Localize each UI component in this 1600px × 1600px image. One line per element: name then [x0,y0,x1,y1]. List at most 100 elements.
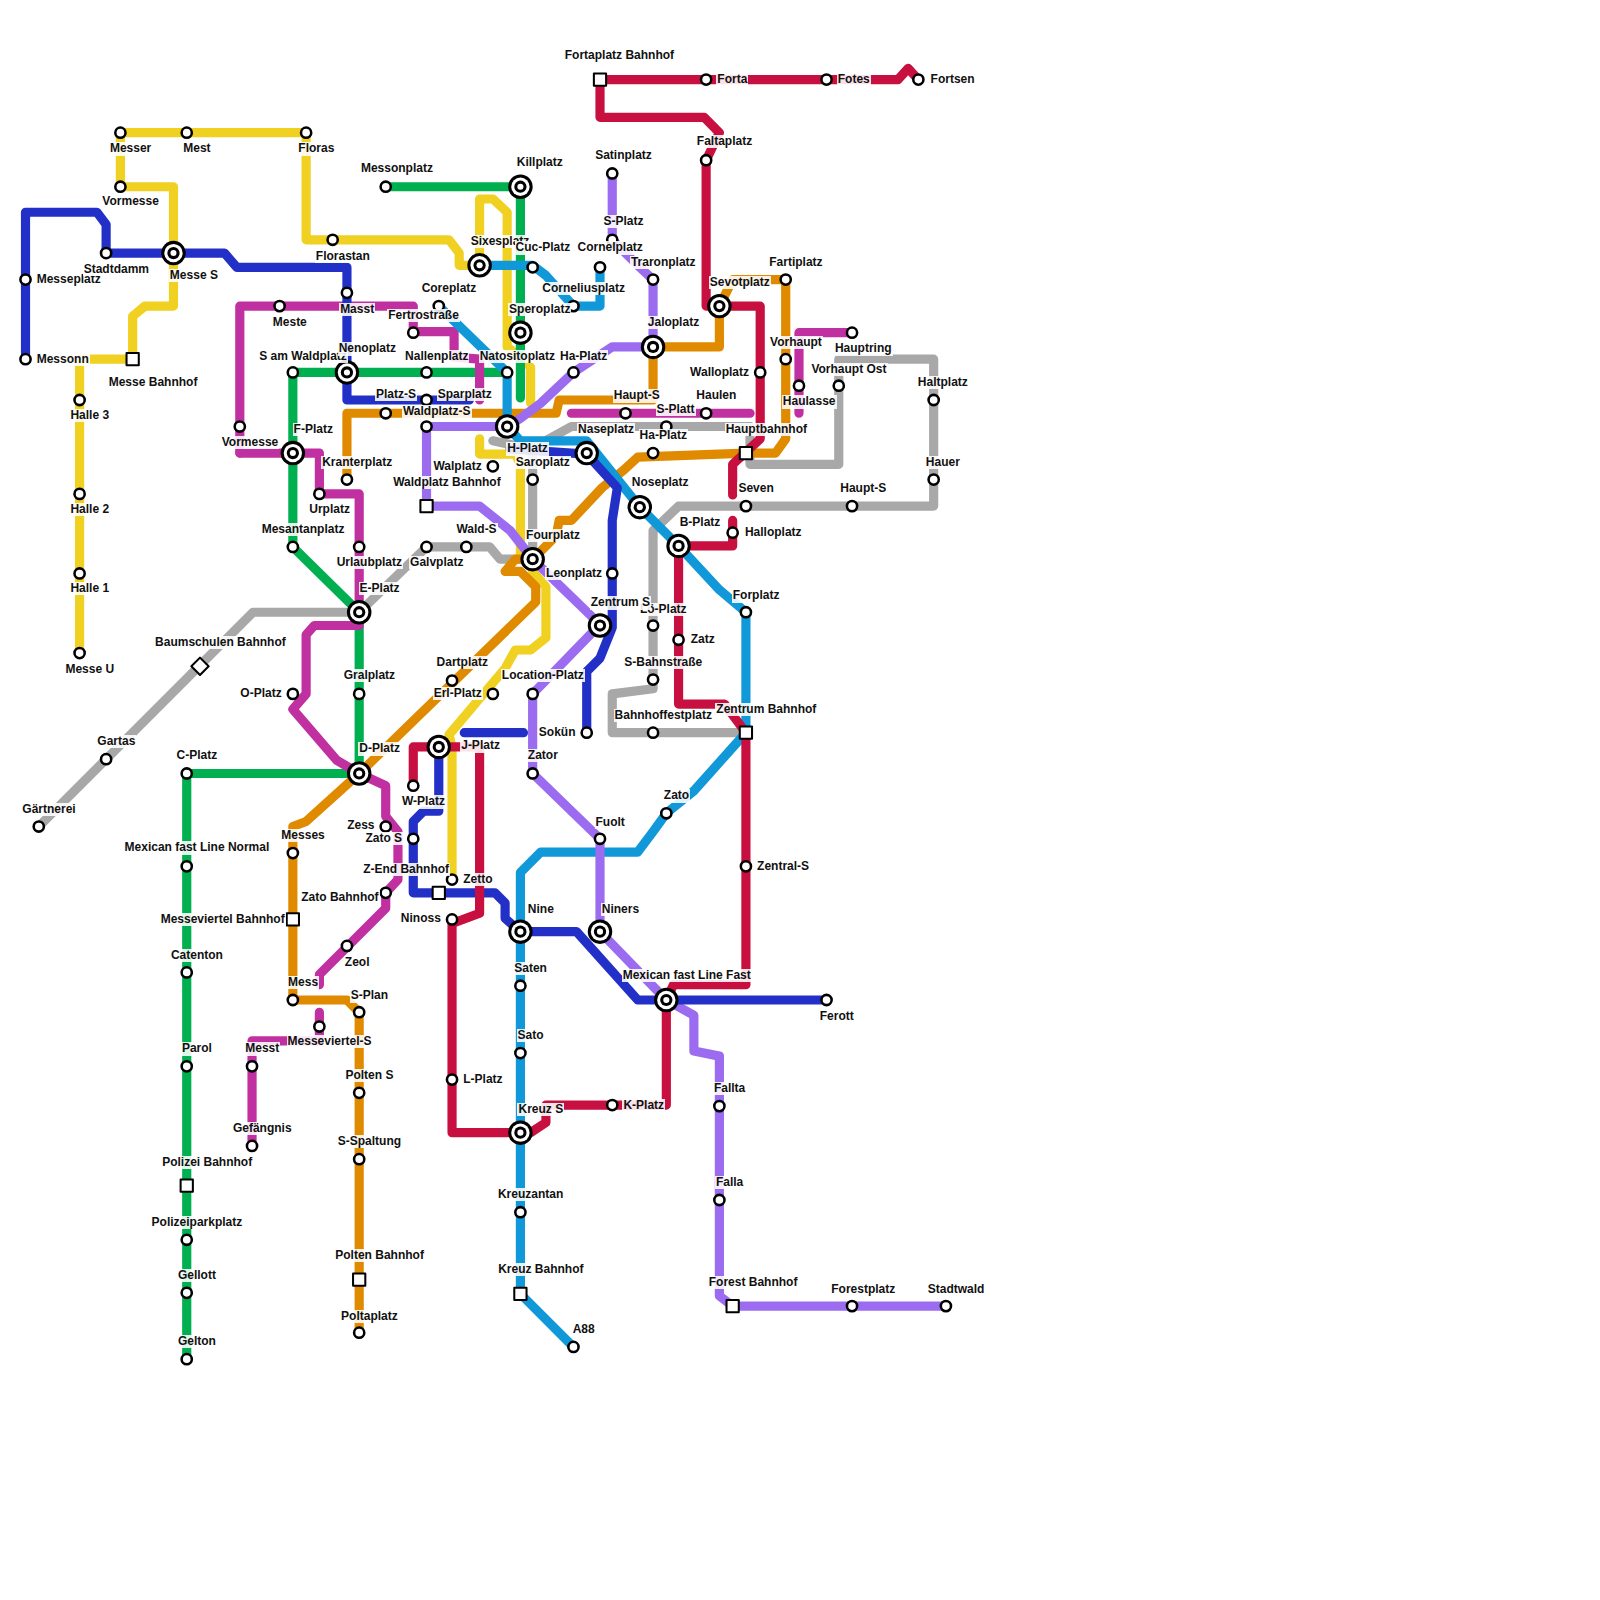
station-marker [354,1328,364,1338]
station-marker [301,128,311,138]
station-label: Zentrum S [590,596,651,609]
station-label: A88 [572,1323,596,1336]
station-label: Hauer [925,456,961,469]
station-label: Cuc-Platz [515,241,572,254]
interchange-marker [350,764,368,782]
station-marker [595,834,605,844]
station-square [420,500,432,512]
interchange-marker [672,540,684,552]
station-marker [701,155,711,165]
station-label: Stadtdamm [83,263,150,276]
station-marker [648,728,658,738]
station-marker [847,328,857,338]
interchange-marker [427,735,451,759]
interchange-marker [584,450,590,456]
interchange-marker [650,344,656,350]
station-marker [101,248,111,258]
station-label: Ha-Platz [559,350,608,363]
station-label: Ha-Platz [639,429,688,442]
line-path [612,359,933,732]
station-label: Messt [244,1042,280,1055]
station-label: Zeol [344,956,371,969]
station-square [594,73,606,85]
station-marker [381,821,391,831]
station-marker [274,301,284,311]
station-marker [728,528,738,538]
station-label: Niners [601,903,640,916]
interchange-marker [581,447,593,459]
interchange-marker [467,253,491,277]
interchange-marker [338,363,356,381]
interchange-marker [164,244,182,262]
station-marker [342,474,352,484]
station-label: Zato Bahnhof [300,891,379,904]
station-marker [648,274,658,284]
interchange-marker [356,609,362,615]
station-marker [74,648,84,658]
interchange-marker [628,495,652,519]
station-label: Hauptring [834,342,893,355]
station-label: Kreuz S [517,1103,564,1116]
station-marker [74,489,84,499]
station-label: Killplatz [516,156,564,169]
interchange-marker [514,181,526,193]
interchange-marker [676,543,682,549]
station-marker [20,354,30,364]
station-label: E-Platz [359,582,401,595]
station-marker [115,128,125,138]
line-path [413,520,746,1132]
interchange-marker [167,247,179,259]
station-label: Sokün [538,726,577,739]
interchange-marker [508,919,532,943]
station-marker [342,288,352,298]
station-marker [408,328,418,338]
red-line [413,68,918,1132]
station-label: Jaloplatz [647,316,700,329]
station-square [287,913,299,925]
interchange-marker [657,991,675,1009]
station-label: Nallenplatz [404,350,469,363]
station-label: Gartas [96,735,136,748]
station-label: Zatz [690,633,716,646]
interchange-marker [281,441,305,465]
station-label: L-Platz [462,1073,503,1086]
station-label: Kranterplatz [321,456,393,469]
interchange-marker [290,450,296,456]
station-label: Mess [287,976,319,989]
interchange-marker [511,178,529,196]
station-marker [115,182,125,192]
interchange-marker [588,613,612,637]
station-label: Zato S [364,832,403,845]
station-label: Haupt-S [613,389,661,402]
interchange-marker [514,1127,526,1139]
station-label: Speroplatz [508,303,571,316]
station-marker [834,381,844,391]
station-label: Waldplatz Bahnhof [392,476,502,489]
station-marker [741,501,751,511]
station-label: S-Spaltung [337,1135,402,1148]
interchange-marker [574,441,598,465]
station-label: Polten Bahnhof [334,1249,425,1262]
station-marker [755,367,765,377]
station-marker [741,861,751,871]
station-marker [421,367,431,377]
station-marker [247,1061,257,1071]
station-label: C-Platz [176,749,219,762]
station-label: Fourplatz [525,529,581,542]
station-label: Vorhaupt Ost [810,363,887,376]
station-label: Vorhaupt [769,336,823,349]
interchange-marker [591,922,609,940]
station-label: Z-End Bahnhof [362,863,450,876]
station-label: Natositoplatz [479,350,556,363]
station-label: S-Plan [350,989,389,1002]
interchange-marker [508,1120,532,1144]
station-label: Zetto [462,873,493,886]
interchange-marker [660,994,672,1006]
interchange-marker [707,294,731,318]
interchange-marker [523,550,541,568]
station-label: Sato [517,1029,545,1042]
interchange-marker [470,256,488,274]
station-label: Halle 2 [69,503,110,516]
station-marker [701,74,711,84]
